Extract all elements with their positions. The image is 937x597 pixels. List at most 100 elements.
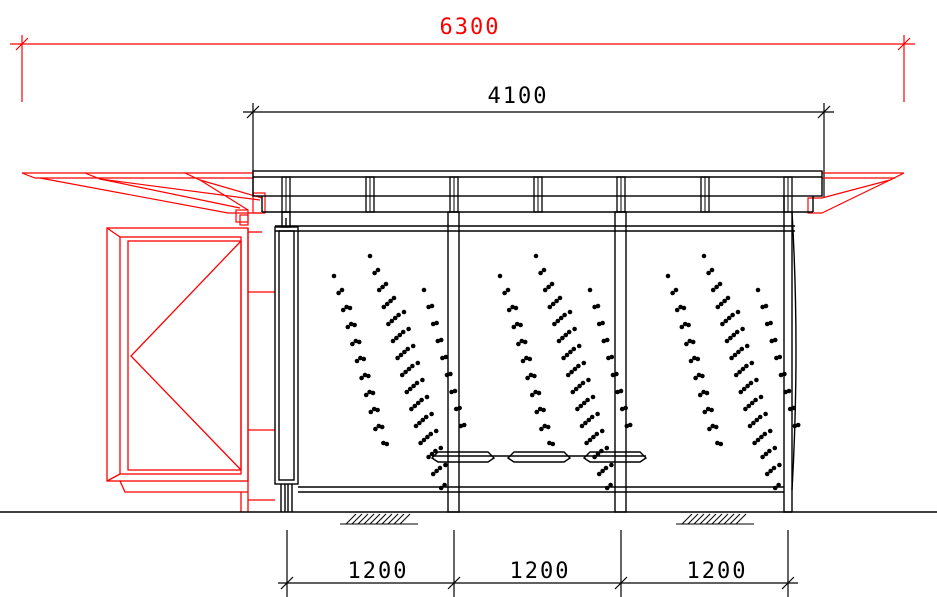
- perforation-dot: [576, 363, 581, 369]
- perforation-dot: [428, 431, 434, 437]
- perforation-dot: [731, 332, 737, 338]
- perforation-dot: [733, 372, 739, 378]
- perforation-dot: [693, 375, 698, 381]
- perforation-dot: [749, 360, 755, 366]
- perforation-dot: [532, 373, 537, 379]
- perforation-dot: [738, 389, 744, 395]
- perforation-dot: [572, 366, 578, 372]
- perforation-dot: [714, 284, 719, 290]
- perforation-dot: [511, 324, 517, 330]
- roof-brackets: [281, 176, 793, 213]
- perforation-dot: [534, 409, 540, 415]
- perforation-dot: [564, 352, 570, 358]
- perforation-dot: [412, 403, 418, 409]
- perforation-dot: [555, 318, 561, 324]
- perforation-dot: [390, 338, 396, 344]
- perforation-dot: [772, 337, 778, 343]
- perforation-dot: [549, 281, 555, 287]
- perforation-dot: [443, 354, 449, 360]
- perforation-dot: [426, 454, 431, 460]
- perforation-dot: [513, 305, 519, 311]
- perforation-dot: [767, 428, 773, 434]
- perforation-dot: [415, 400, 421, 406]
- perforation-dot: [707, 426, 712, 432]
- posts: [298, 196, 797, 513]
- perforation-dot: [725, 295, 731, 301]
- perforation-dot: [410, 363, 415, 369]
- perforation-dot: [424, 394, 430, 400]
- perforation-dot: [604, 337, 610, 343]
- perforation-dot: [752, 440, 757, 446]
- perforation-dot: [437, 465, 443, 471]
- perforation-dot: [586, 417, 592, 423]
- perforation-dot: [541, 267, 547, 273]
- perforation-dot: [726, 315, 732, 321]
- perforation-dot: [604, 485, 610, 491]
- perforation-dot: [777, 462, 782, 468]
- perforation-dot: [423, 414, 429, 420]
- perforation-dot: [674, 307, 680, 313]
- perforation-dot: [452, 388, 458, 394]
- perforation-dot: [599, 428, 605, 434]
- perforation-dot: [695, 356, 701, 362]
- perforation-dot: [595, 411, 600, 417]
- perforation-dot: [688, 358, 694, 364]
- perforation-dot: [406, 326, 411, 332]
- perforation-dot: [580, 380, 586, 386]
- perforation-dot: [562, 312, 567, 318]
- perforation-dot: [376, 287, 382, 293]
- perforation-dot: [595, 451, 601, 457]
- perforation-dot: [367, 253, 373, 259]
- perforation-dot: [786, 388, 792, 394]
- perforation-dot: [684, 341, 689, 347]
- perforation-dot: [603, 465, 609, 471]
- perforation-dot: [730, 312, 735, 318]
- perforation-dot: [614, 371, 619, 377]
- perforation-dot: [520, 358, 526, 364]
- perforation-dot: [429, 451, 435, 457]
- perforation-dot: [391, 295, 397, 301]
- perforation-dot: [552, 321, 557, 327]
- perforation-dot: [735, 309, 741, 315]
- perforation-dot: [782, 371, 787, 377]
- perforation-dot: [411, 383, 416, 389]
- perforation-dot: [497, 273, 503, 279]
- perforation-dot: [737, 369, 742, 375]
- perforation-dot: [418, 440, 423, 446]
- perforation-dot: [396, 312, 401, 318]
- perforation-dot: [592, 454, 597, 460]
- perforation-dot: [753, 397, 758, 403]
- perforation-dot: [673, 287, 679, 293]
- perforation-dot: [567, 309, 573, 315]
- perforation-dot: [550, 301, 556, 307]
- perforation-dot: [600, 468, 605, 474]
- perforation-dot: [518, 322, 523, 328]
- perforation-dot: [356, 339, 362, 345]
- perforation-dot: [686, 322, 691, 328]
- perforation-dot: [791, 405, 796, 411]
- perforation-dot: [336, 290, 341, 296]
- perforation-dot: [560, 335, 565, 341]
- perforation-dot: [406, 366, 412, 372]
- perforation-dot: [739, 346, 745, 352]
- perforation-dot: [755, 437, 761, 443]
- perforation-dot: [339, 287, 345, 293]
- perforation-dot: [354, 358, 360, 364]
- perforation-dot: [763, 303, 769, 309]
- perforation-dot: [538, 270, 543, 276]
- perforation-dot: [516, 341, 521, 347]
- perforation-dot: [723, 318, 729, 324]
- perforation-dot: [764, 471, 770, 477]
- perforation-dot: [533, 253, 539, 259]
- perforation-dot: [762, 431, 768, 437]
- perforation-dot: [370, 390, 376, 396]
- perforation-dot: [706, 270, 711, 276]
- perforation-dot: [744, 343, 750, 349]
- overall-dimension: [10, 35, 915, 102]
- perforation-dot: [438, 485, 444, 491]
- perforation-dot: [405, 346, 411, 352]
- perforation-dot: [541, 407, 546, 413]
- left-canopy-extension: [21, 172, 266, 226]
- perforation-dot: [373, 426, 378, 432]
